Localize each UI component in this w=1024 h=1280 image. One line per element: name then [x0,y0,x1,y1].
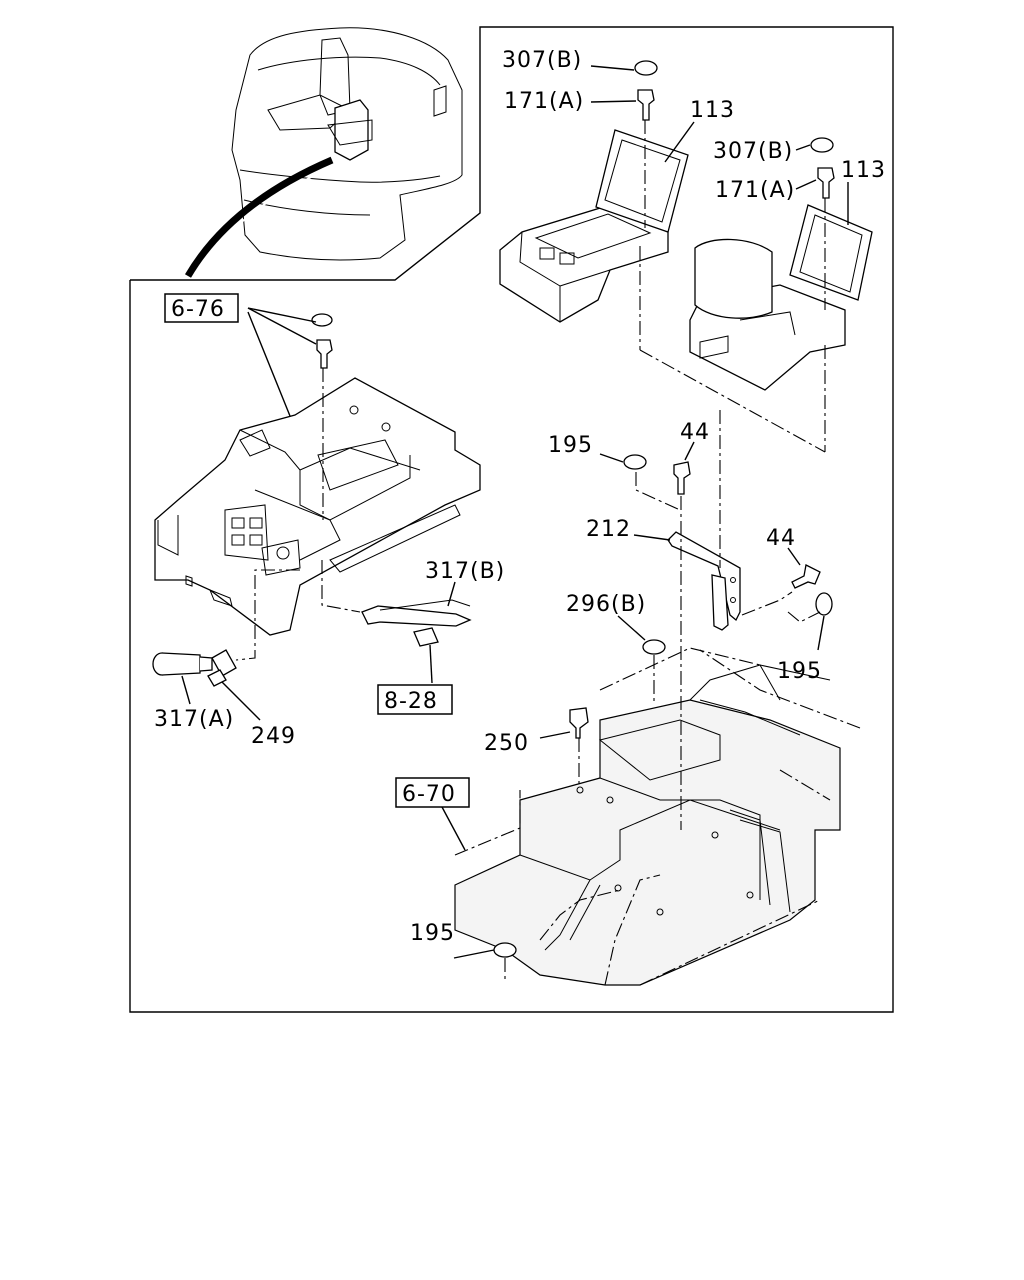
plug-195-bottom [493,942,517,958]
plug-296b [642,639,666,655]
ref-label-6-76: 6-76 [171,297,225,322]
cap-left-top [311,313,333,327]
cap-307b-top [634,60,658,76]
label-171a-top: 171(A) [504,89,584,114]
ref-label-8-28: 8-28 [384,689,438,714]
ref-label-6-70: 6-70 [402,782,456,807]
part-labels: 307(B) 171(A) 113 307(B) 171(A) 113 195 … [154,48,886,946]
hardware-parts [152,60,835,958]
screw-left-top [316,339,333,369]
plug-195-mid [623,454,647,470]
ref-box-6-70[interactable]: 6-70 [395,777,470,808]
label-307b-right: 307(B) [713,139,793,164]
harness-317b [361,605,472,627]
label-195-bottom: 195 [410,921,455,946]
bracket-212 [667,531,741,631]
label-317b: 317(B) [425,559,505,584]
bolt-44-mid [673,461,691,495]
leader-lines [181,65,849,959]
ref-box-6-76[interactable]: 6-76 [164,293,239,323]
label-317a: 317(A) [154,707,234,732]
clip-250 [569,707,589,739]
screw-171a-right [817,167,835,199]
socket-317a-body [161,652,201,676]
storage-box-left [499,129,689,323]
cap-307b-right [810,137,834,153]
diagram-frames [129,26,894,1013]
label-44-mid: 44 [680,420,710,445]
storage-box-right [689,204,873,391]
center-console [154,377,481,636]
label-113-right: 113 [841,158,886,183]
floor-base [454,664,841,986]
bolt-44-right [791,564,821,589]
screw-171a-top [637,89,655,121]
label-171a-right: 171(A) [715,178,795,203]
label-195-right: 195 [777,659,822,684]
label-195-mid: 195 [548,433,593,458]
label-249: 249 [251,724,296,749]
ref-box-8-28[interactable]: 8-28 [377,684,453,715]
label-250: 250 [484,731,529,756]
label-44-right: 44 [766,526,796,551]
label-296b: 296(B) [566,592,646,617]
label-212: 212 [586,517,631,542]
cab-overview-illustration [184,27,463,278]
label-307b-top: 307(B) [502,48,582,73]
label-113-left: 113 [690,98,735,123]
plug-195-right [815,592,833,616]
assembly-lines [235,120,861,986]
